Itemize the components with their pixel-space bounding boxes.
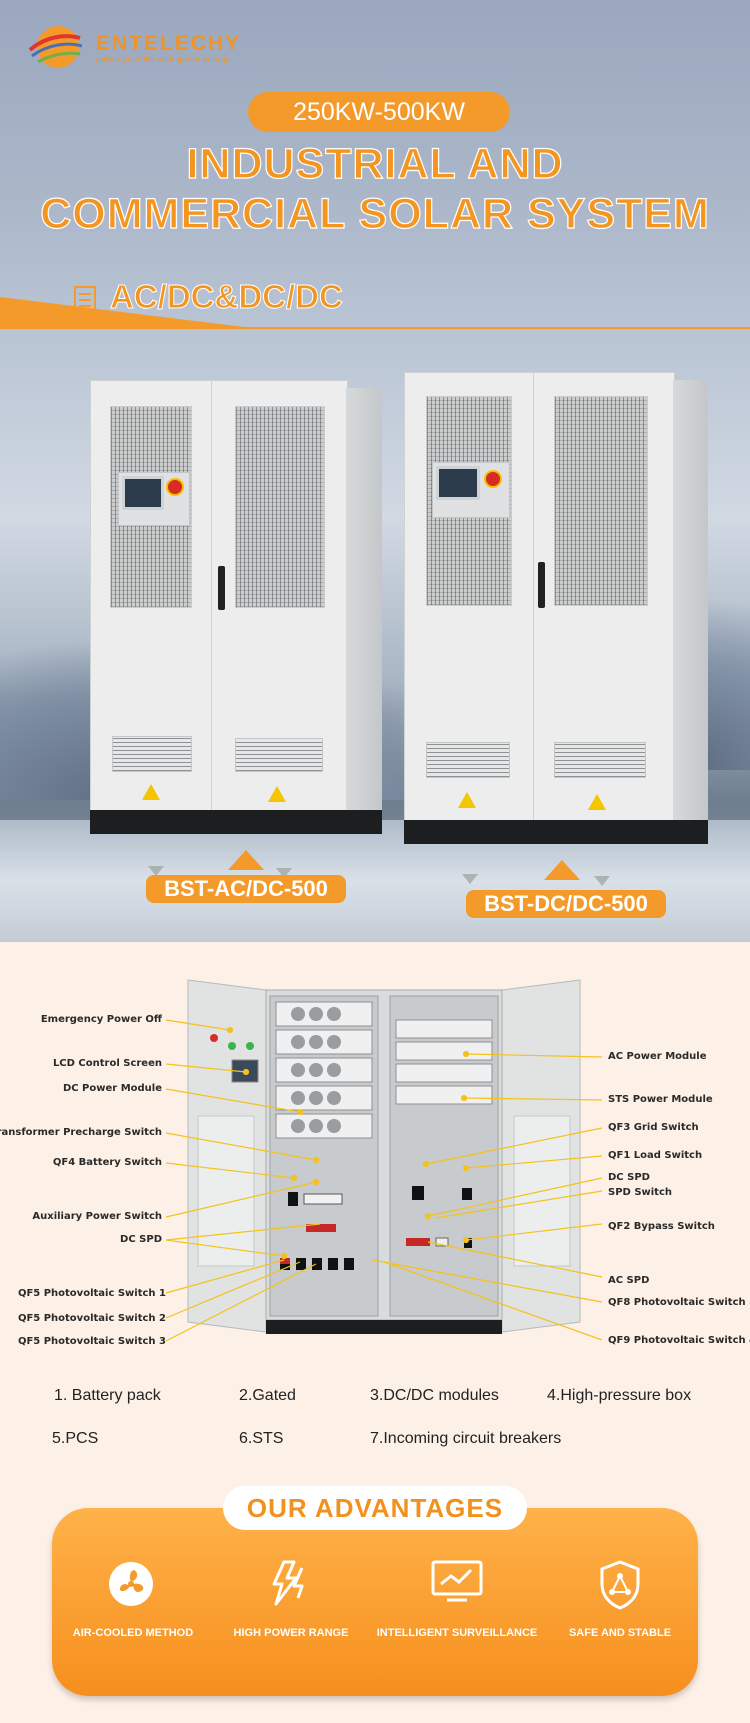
reflection-marker — [594, 876, 610, 886]
vent — [554, 742, 646, 778]
brand-logo-icon — [28, 26, 82, 68]
label-emergency-power-off: Emergency Power Off — [40, 1014, 162, 1025]
door-handle[interactable] — [218, 566, 225, 610]
advantages-card — [52, 1508, 698, 1696]
vent — [235, 738, 323, 772]
cabinet-dc-dc — [404, 372, 708, 847]
label-qf2-bypass-switch: QF2 Bypass Switch — [608, 1221, 715, 1232]
label-ac-spd: AC SPD — [608, 1275, 650, 1286]
page-title-line1: INDUSTRIAL AND — [186, 139, 564, 188]
model-pointer — [544, 860, 580, 880]
component-item: 7.Incoming circuit breakers — [370, 1430, 562, 1447]
label-qf8-pv-switch-5: QF8 Photovoltaic Switch 5 — [608, 1297, 750, 1308]
component-item: 3.DC/DC modules — [370, 1387, 499, 1404]
model-label-dc-dc: BST-DC/DC-500 — [466, 890, 666, 918]
hero-section: ENTELECHY power your life with green ene… — [0, 0, 750, 942]
shield-icon — [600, 1560, 640, 1610]
vent — [426, 742, 510, 778]
component-item: 1. Battery pack — [54, 1387, 161, 1404]
brand-name: ENTELECHY — [96, 32, 242, 55]
cabinet-side — [673, 380, 708, 820]
label-sts-power-module: STS Power Module — [608, 1094, 713, 1105]
callout-lines — [165, 1019, 603, 1342]
component-item: 2.Gated — [239, 1387, 296, 1404]
component-item: 6.STS — [239, 1430, 284, 1447]
label-ac-power-module: AC Power Module — [608, 1051, 707, 1062]
monitor-icon — [431, 1560, 483, 1602]
door-grill — [235, 406, 325, 608]
door-grill — [554, 396, 648, 606]
warning-icon — [458, 792, 476, 808]
label-qf9-pv-switch-4: QF9 Photovoltaic Switch 4 — [608, 1335, 750, 1346]
lcd-screen[interactable] — [122, 476, 164, 510]
label-transformer-precharge-switch: Transformer Precharge Switch — [0, 1127, 162, 1138]
label-spd-switch: SPD Switch — [608, 1187, 673, 1198]
advantage-label-air-cooled: AIR-COOLED METHOD — [72, 1627, 194, 1639]
label-dc-spd-left: DC SPD — [120, 1234, 162, 1245]
cabinet-ac-dc — [90, 380, 382, 840]
warning-icon — [142, 784, 160, 800]
band-line — [0, 327, 750, 329]
cabinet-base — [404, 820, 708, 844]
cabinet-side — [346, 388, 382, 810]
advantage-label-safe-stable: SAFE AND STABLE — [568, 1627, 672, 1639]
fan-icon — [109, 1562, 153, 1606]
label-dc-power-module: DC Power Module — [62, 1083, 162, 1094]
label-qf1-load-switch: QF1 Load Switch — [608, 1150, 703, 1161]
label-qf4-battery-switch: QF4 Battery Switch — [52, 1157, 162, 1168]
component-item: 5.PCS — [52, 1430, 99, 1447]
model-pointer — [228, 850, 264, 870]
label-auxiliary-power-switch: Auxiliary Power Switch — [32, 1211, 162, 1222]
band-accent — [0, 297, 260, 329]
epo-button[interactable] — [166, 478, 184, 496]
reflection-marker — [276, 868, 292, 878]
brand-tagline: power your life with green energy — [96, 55, 231, 64]
label-qf5-pv-switch-3: QF5 Photovoltaic Switch 3 — [17, 1336, 166, 1347]
door-handle[interactable] — [538, 562, 545, 608]
warning-icon — [268, 786, 286, 802]
capacity-badge: 250KW-500KW — [248, 92, 510, 132]
lcd-screen[interactable] — [436, 466, 480, 500]
system-type-title: AC/DC&DC/DC — [110, 278, 344, 316]
reflection-marker — [462, 874, 478, 884]
document-icon — [74, 286, 96, 314]
lightning-icon — [272, 1560, 304, 1606]
open-cabinet-diagram — [187, 979, 581, 1334]
page-title-line2: COMMERCIAL SOLAR SYSTEM — [40, 189, 710, 238]
warning-icon — [588, 794, 606, 810]
advantage-label-power-range: HIGH POWER RANGE — [233, 1627, 349, 1639]
epo-button[interactable] — [484, 470, 502, 488]
label-dc-spd-right: DC SPD — [608, 1172, 650, 1183]
model-label-ac-dc: BST-AC/DC-500 — [146, 875, 346, 903]
reflection-marker — [148, 866, 164, 876]
advantages-heading: OUR ADVANTAGES — [223, 1486, 527, 1530]
label-qf5-pv-switch-2: QF5 Photovoltaic Switch 2 — [17, 1313, 166, 1324]
cabinet-base — [90, 810, 382, 834]
vent — [112, 736, 192, 772]
label-qf5-pv-switch-1: QF5 Photovoltaic Switch 1 — [17, 1288, 166, 1299]
component-item: 4.High-pressure box — [547, 1387, 692, 1404]
label-qf3-grid-switch: QF3 Grid Switch — [608, 1122, 699, 1133]
advantage-label-surveillance: INTELLIGENT SURVEILLANCE — [376, 1627, 538, 1639]
label-lcd-control-screen: LCD Control Screen — [52, 1058, 162, 1069]
